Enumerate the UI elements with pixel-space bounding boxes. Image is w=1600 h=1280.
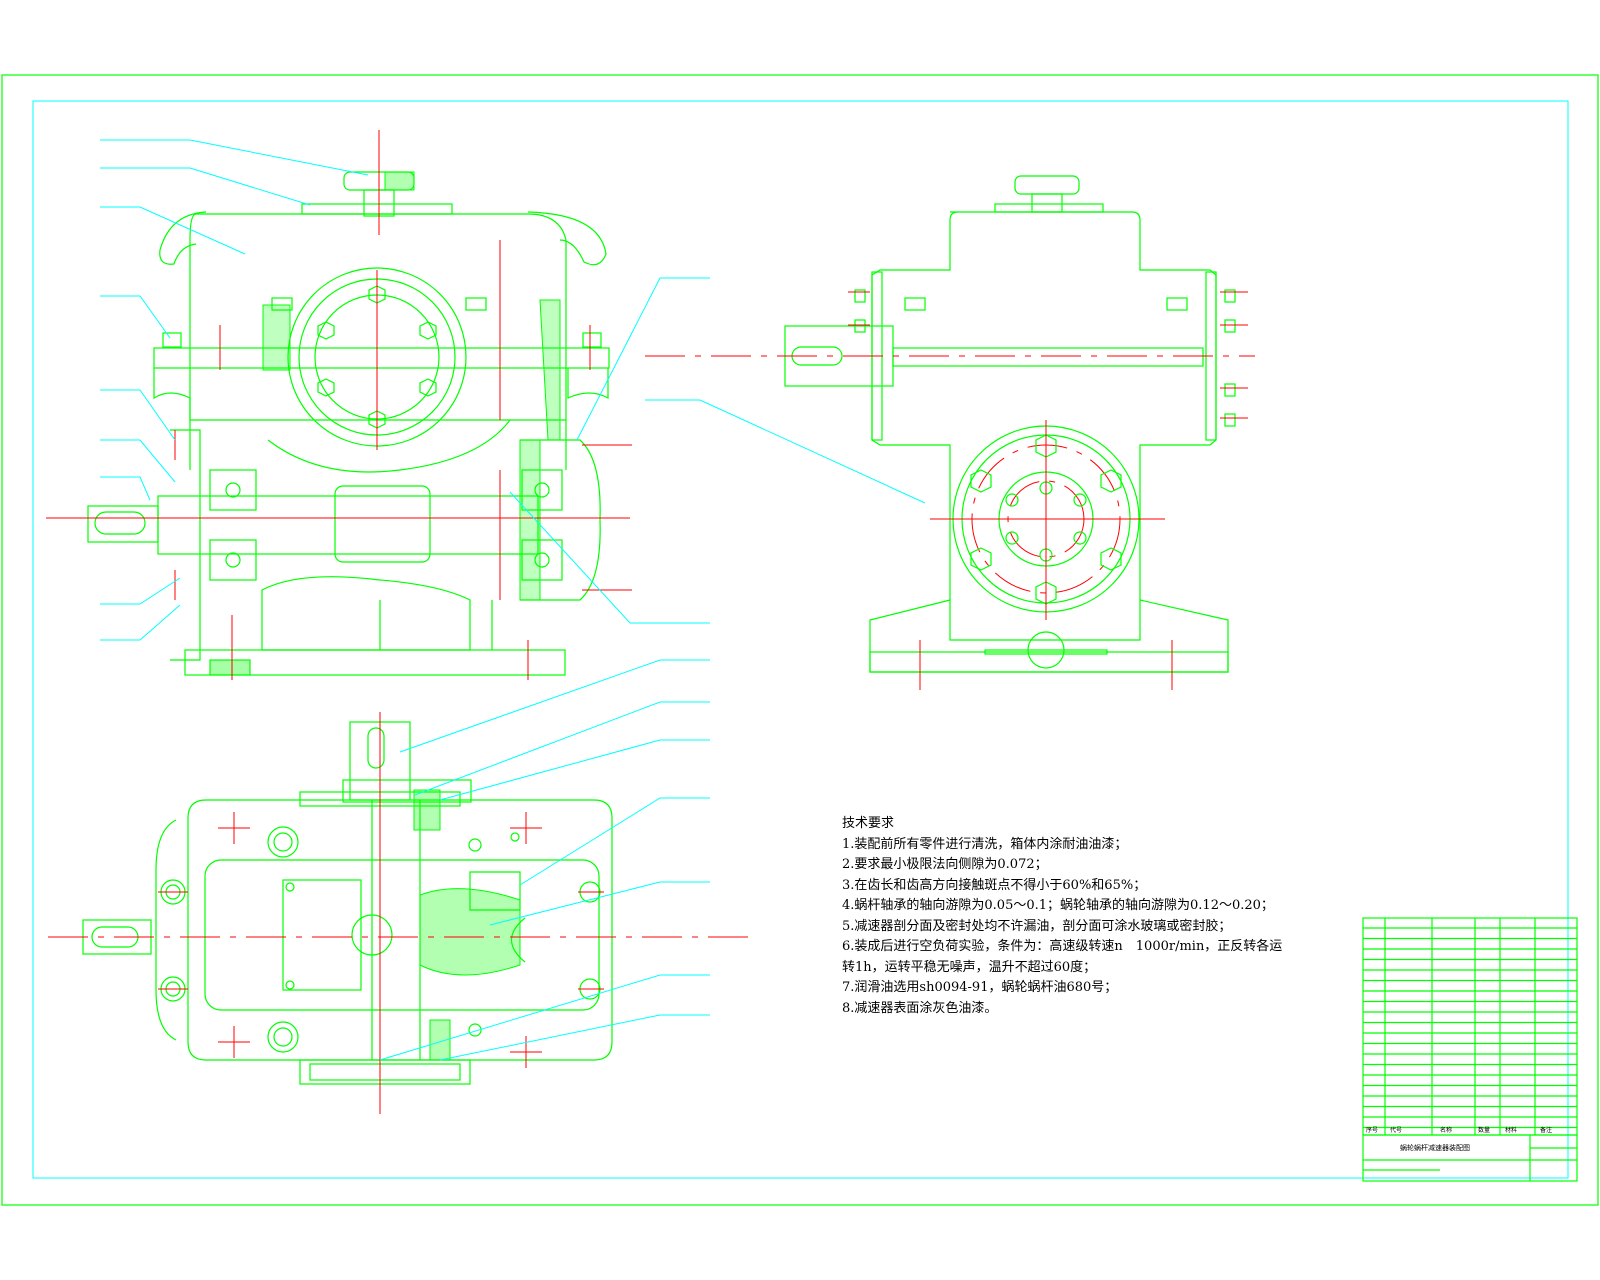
front-view-leaders: [100, 139, 926, 641]
title-block: [1362, 1134, 1578, 1182]
header-name: 名称: [1440, 1126, 1452, 1134]
front-view: [46, 130, 632, 680]
tech-item: 7.润滑油选用sh0094-91，蜗轮蜗杆油680号；: [842, 980, 1118, 995]
drawing-title: 蜗轮蜗杆减速器装配图: [1400, 1143, 1470, 1152]
tech-item: 5.减速器剖分面及密封处均不许漏油，剖分面可涂水玻璃或密封胶；: [842, 918, 1232, 934]
tech-item: 1.装配前所有零件进行清洗，箱体内涂耐油油漆；: [842, 836, 1128, 852]
top-view-leaders: [379, 659, 710, 1061]
side-view: [645, 175, 1255, 690]
outer-frame: [1, 74, 1599, 1206]
header-code: 代号: [1390, 1126, 1402, 1134]
header-no: 序号: [1366, 1126, 1378, 1134]
tech-item: 8.减速器表面涂灰色油漆。: [842, 1000, 998, 1016]
tech-title: 技术要求: [842, 816, 895, 831]
tech-item: 2.要求最小极限法向侧隙为0.072；: [842, 857, 1048, 872]
inner-border: [32, 100, 1569, 1179]
tech-item: 转1h，运转平稳无噪声，温升不超过60度；: [842, 959, 1097, 975]
header-note: 备注: [1540, 1126, 1552, 1134]
parts-list: 蜗轮蜗杆减速器装配图 序号 代号 名称 数量 材料 备注: [1362, 917, 1578, 1182]
top-view: [48, 712, 755, 1114]
tech-item: 6.装成后进行空负荷实验，条件为：高速级转速n 1000r/min，正反转各运: [842, 939, 1283, 954]
header-material: 材料: [1505, 1126, 1517, 1134]
header-qty: 数量: [1478, 1126, 1490, 1134]
tech-item: 4.蜗杆轴承的轴向游隙为0.05～0.1；蜗轮轴承的轴向游隙为0.12～0.20…: [842, 898, 1274, 913]
tech-item: 3.在齿长和齿高方向接触斑点不得小于60%和65%；: [842, 877, 1147, 893]
technical-requirements: 技术要求 1.装配前所有零件进行清洗，箱体内涂耐油油漆； 2.要求最小极限法向侧…: [842, 814, 1362, 1019]
